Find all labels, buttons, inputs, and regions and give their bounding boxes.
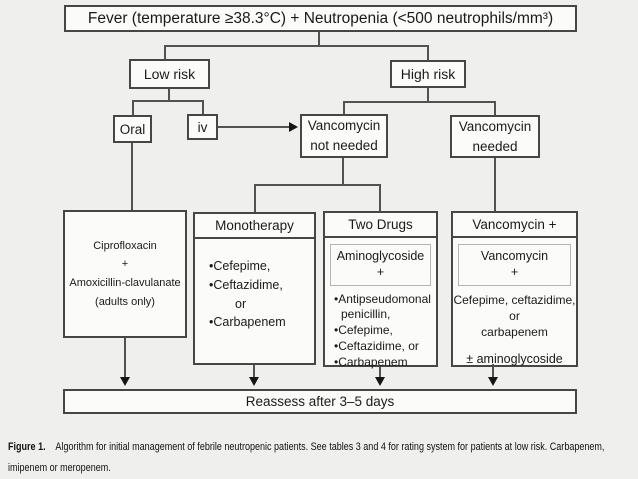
vancomycin-plus-optional: ± aminoglycoside [466, 352, 563, 367]
connector-line [202, 101, 204, 114]
node-reassess: Reassess after 3–5 days [63, 389, 577, 414]
list-item: •Antipseudomonal penicillin, [334, 291, 431, 322]
connector-line [343, 102, 345, 114]
node-iv: iv [187, 114, 218, 140]
node-low-risk: Low risk [129, 59, 210, 89]
list-item: •Cefepime, [334, 323, 393, 338]
connector-line [342, 158, 344, 185]
connector-line [427, 46, 429, 60]
connector-line [254, 184, 381, 186]
connector-line [379, 367, 381, 377]
caption-line: Figure 1. Algorithm for initial managemen… [8, 437, 638, 458]
node-vancomycin-needed: Vancomycin needed [450, 115, 540, 158]
monotherapy-header: Monotherapy [195, 214, 314, 239]
list-item: •Cefepime, [209, 259, 271, 273]
arrowhead-down-icon [120, 377, 130, 386]
connector-line [164, 45, 429, 47]
plus-sign: + [121, 258, 129, 271]
list-item: •Carbapenem [334, 355, 408, 370]
arrowhead-down-icon [249, 377, 259, 386]
list-item: •Ceftazidime, [209, 277, 283, 292]
node-oral: Oral [113, 115, 152, 143]
node-oral-regimen: Ciprofloxacin + Amoxicillin-clavulanate … [63, 210, 187, 338]
list-item: •Carbapenem [209, 315, 286, 330]
connector-line [131, 143, 133, 210]
arrowhead-down-icon [488, 377, 498, 386]
two-drugs-list: •Antipseudomonal penicillin, •Cefepime, … [325, 286, 436, 372]
connector-line [318, 32, 320, 45]
aminoglycoside-combo-box: Aminoglycoside + [330, 244, 431, 286]
connector-line [253, 365, 255, 377]
list-item: or [235, 296, 247, 311]
connector-line [132, 100, 204, 102]
oral-regimen-note: (adults only) [95, 295, 155, 308]
connector-line [168, 89, 170, 101]
connector-line [132, 101, 134, 115]
caption-line: imipenem or meropenem. [8, 461, 111, 474]
connector-line [124, 338, 126, 377]
connector-line [218, 126, 290, 128]
connector-line [343, 101, 496, 103]
vancomycin-plus-drugs: Cefepime, ceftazidime, or carbapenem [453, 292, 576, 339]
node-vancomycin-not-needed: Vancomycin not needed [300, 114, 388, 158]
list-item: •Ceftazidime, or [334, 339, 419, 354]
oral-regimen-drug: Ciprofloxacin [93, 239, 157, 252]
caption-text: Algorithm for initial management of febr… [55, 441, 605, 453]
arrowhead-right-icon [289, 122, 298, 132]
node-vancomycin-plus: Vancomycin + Vancomycin + Cefepime, ceft… [451, 211, 578, 367]
connector-line [494, 158, 496, 211]
node-two-drugs: Two Drugs Aminoglycoside + •Antipseudomo… [323, 211, 438, 369]
connector-line [492, 364, 494, 377]
figure-label: Figure 1. [8, 441, 46, 453]
arrowhead-down-icon [375, 377, 385, 386]
vancomycin-combo-box: Vancomycin + [458, 244, 571, 286]
connector-line [494, 102, 496, 115]
node-fever-neutropenia: Fever (temperature ≥38.3°C) + Neutropeni… [64, 5, 577, 32]
connector-line [254, 185, 256, 212]
connector-line [427, 88, 429, 102]
connector-line [164, 46, 166, 59]
monotherapy-list: •Cefepime, •Ceftazidime, or •Carbapenem [195, 239, 314, 332]
connector-line [379, 185, 381, 211]
oral-regimen-drug: Amoxicillin-clavulanate [69, 277, 181, 289]
figure-caption: Figure 1. Algorithm for initial managemen… [8, 437, 638, 479]
node-high-risk: High risk [390, 60, 466, 88]
vancomycin-plus-header: Vancomycin + [453, 213, 576, 238]
two-drugs-header: Two Drugs [325, 213, 436, 238]
node-monotherapy: Monotherapy •Cefepime, •Ceftazidime, or … [193, 212, 316, 365]
